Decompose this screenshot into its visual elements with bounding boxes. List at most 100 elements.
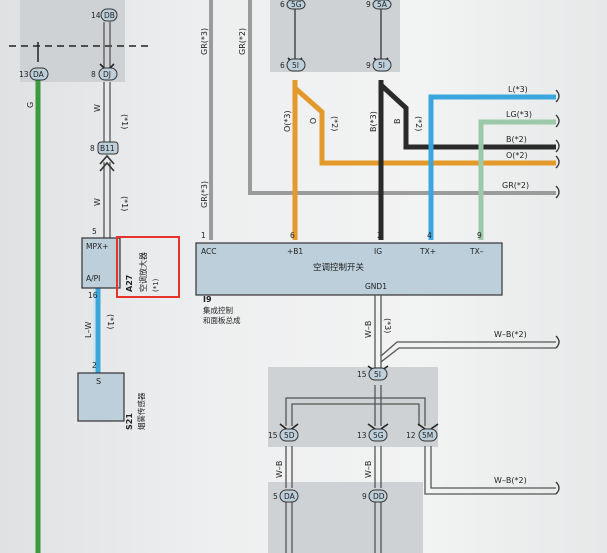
- conn-dd-bot: [368, 489, 388, 503]
- connector-labels: DB 14 DA 13 DJ 8 B11 8 5G 6 5A 9 5I 6 5I…: [19, 0, 433, 501]
- conn-5g-top: [286, 0, 306, 10]
- label-o: O: [309, 118, 318, 124]
- label-l3: L(*3): [508, 85, 528, 94]
- conn-5d-label: 5D: [284, 431, 295, 440]
- wire-labels-vertical: G W (*1) W (*1) L–W (*1) GR(*3) GR(*2) G…: [26, 28, 423, 478]
- label-wb-v-note: (*3): [383, 318, 392, 333]
- sw-gnd: GND1: [365, 282, 387, 291]
- label-o3: O(*3): [283, 110, 292, 132]
- conn-5g-top-label: 5G: [291, 0, 302, 9]
- conn-5m: [418, 428, 438, 442]
- label-wb2-lower: W–B(*2): [494, 476, 527, 485]
- sensor-box: [77, 372, 125, 422]
- conn-db: [100, 8, 118, 22]
- amp-pin-api: 16: [88, 291, 98, 300]
- wire-gr2: [248, 0, 556, 195]
- label-w1-note: (*1): [120, 114, 129, 129]
- conn-da-pin: 13: [19, 70, 29, 79]
- label-wb-left: W–B: [275, 461, 284, 478]
- conn-5d: [279, 428, 299, 442]
- label-wb-mid: W–B: [364, 461, 373, 478]
- sensor-pin: 2: [92, 361, 97, 370]
- right-edge-breaks-lower: [555, 335, 560, 495]
- label-o2r: O(*2): [506, 151, 528, 160]
- conn-5i-mid-pin: 15: [357, 370, 367, 379]
- right-edge-breaks: [555, 89, 560, 199]
- sensor-s: S: [96, 377, 101, 386]
- conn-5a-top: [372, 0, 392, 10]
- wire-wb2-upper-b: [380, 347, 556, 363]
- sensor-name: 烟雾传感器: [136, 392, 146, 430]
- label-gr3-a: GR(*3): [200, 28, 209, 55]
- wire-lg3: [478, 119, 556, 240]
- sw-ig: IG: [374, 247, 382, 256]
- sw-txp: TX+: [419, 247, 436, 256]
- conn-db-label: DB: [104, 11, 115, 20]
- amp-pin-mpx: 5: [92, 227, 97, 236]
- conn-5i-right: [372, 58, 392, 72]
- sw-acc: ACC: [201, 247, 216, 256]
- label-wb2-upper: W–B(*2): [494, 330, 527, 339]
- conn-5g-label: 5G: [373, 431, 384, 440]
- conn-da-label: DA: [33, 70, 45, 79]
- sw-line1: 集成控制: [203, 305, 233, 315]
- sw-pin-txm: 9: [477, 231, 482, 240]
- conn-dj: [98, 67, 118, 81]
- switch-labels: 1 ACC 6 +B1 2 IG 4 TX+ 9 TX– 空调控制开关 GND1…: [201, 231, 484, 325]
- amp-sub: (*1): [152, 278, 160, 292]
- sw-code: I9: [203, 295, 212, 304]
- conn-b11: [97, 141, 119, 155]
- wire-l3: [428, 94, 556, 240]
- sw-pin-b1: 6: [290, 231, 295, 240]
- conn-5i-left-pin: 6: [280, 61, 285, 70]
- wire-wb2-lower-a: [424, 446, 556, 495]
- switch-box: [195, 242, 503, 296]
- label-w2-note: (*1): [120, 196, 129, 211]
- label-lg3: LG(*3): [506, 110, 532, 119]
- sw-line2: 和面板总成: [203, 315, 241, 325]
- conn-5i-left: [286, 58, 306, 72]
- sw-pin-txp: 4: [427, 231, 432, 240]
- conn-5i-mid: [368, 367, 388, 381]
- wire-wb2-lower-b: [430, 446, 556, 489]
- conn-5a-top-pin: 9: [366, 0, 371, 9]
- conn-dd-bot-pin: 9: [362, 492, 367, 501]
- label-b2: (*2): [414, 116, 423, 131]
- conn-5i-mid-label: 5I: [374, 370, 381, 379]
- conn-dd-bot-label: DD: [373, 492, 385, 501]
- wire-o2: [293, 86, 556, 166]
- sw-txm: TX–: [469, 247, 484, 256]
- conn-b11-label: B11: [100, 144, 115, 153]
- wire-labels-horizontal: L(*3) LG(*3) B(*2) O(*2) GR(*2) W–B(*2) …: [494, 85, 532, 485]
- conn-5d-pin: 15: [268, 431, 278, 440]
- sw-title: 空调控制开关: [313, 262, 365, 273]
- sw-pin-ig: 2: [377, 231, 382, 240]
- conn-dj-pin: 8: [91, 70, 96, 79]
- label-w1: W: [93, 104, 102, 112]
- wire-wb2-upper-a: [380, 341, 556, 357]
- conn-5i-right-label: 5I: [378, 61, 385, 70]
- conn-da-top: [29, 67, 49, 81]
- conn-5g: [368, 428, 388, 442]
- label-b3: B(*3): [369, 111, 378, 132]
- sw-b1: +B1: [287, 247, 303, 256]
- sensor-code: S21: [125, 413, 134, 430]
- label-gr2r: GR(*2): [502, 181, 529, 190]
- amp-code: A27: [125, 275, 134, 292]
- label-b: B: [393, 119, 402, 125]
- label-gr2-a: GR(*2): [238, 28, 247, 55]
- conn-5m-pin: 12: [406, 431, 416, 440]
- label-b2r: B(*2): [506, 135, 527, 144]
- conn-5a-top-label: 5A: [377, 0, 388, 9]
- label-o2: (*2): [330, 116, 339, 131]
- conn-5m-label: 5M: [422, 431, 433, 440]
- wire-branch-b: [291, 403, 420, 426]
- chevron-connector-icon: [99, 154, 115, 172]
- conn-da-bot-pin: 5: [273, 492, 278, 501]
- amp-name: 空调放大器: [138, 252, 148, 292]
- amplifier-box: [81, 237, 121, 289]
- label-lw-note: (*1): [106, 314, 115, 329]
- conn-5g-pin: 13: [357, 431, 367, 440]
